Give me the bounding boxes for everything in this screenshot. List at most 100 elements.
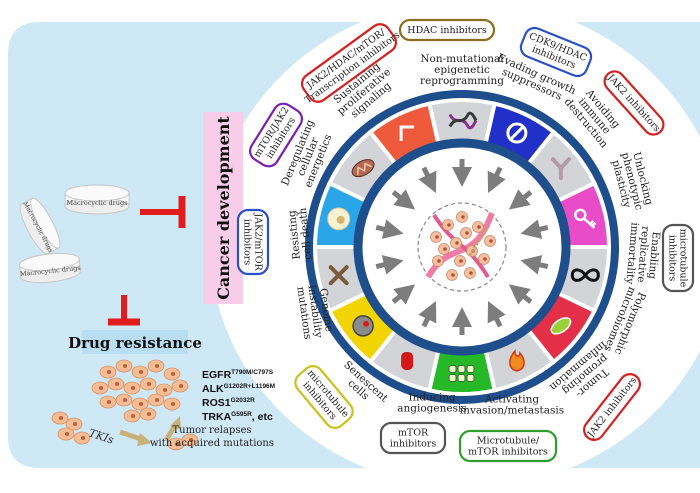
tumor-cell-cluster (51, 359, 199, 451)
inhibitor-box-microtubule-mtor-bottom: Microtubule/mTOR inhibitors (458, 429, 558, 463)
inward-arrow (508, 284, 533, 305)
tumor-cell-nucleus (65, 432, 69, 436)
tumor-cell-nucleus (451, 273, 455, 277)
antibody-icon (550, 157, 571, 181)
tumor-cell-nucleus (147, 412, 151, 416)
tumor-cell-nucleus (131, 386, 135, 390)
inhibition-arrow-to-cancer (140, 196, 186, 228)
svg-text:Microtubule/mTOR inhibitors: Microtubule/mTOR inhibitors (468, 435, 548, 457)
tumor-cell-nucleus (443, 247, 447, 251)
inhibitor-box-jak2-mtor-left: JAK2/mTORinhibitors (236, 208, 270, 276)
inhibition-arrow-to-resistance (108, 295, 140, 326)
no-entry-icon (506, 122, 528, 144)
inhibitor-box-hdac: HDAC inhibitors (398, 18, 496, 42)
inward-arrow (508, 189, 533, 210)
cells-icon (448, 365, 475, 382)
outer-ring (305, 90, 619, 404)
tumor-cell-nucleus (81, 436, 85, 440)
tumor-cell-nucleus (465, 231, 469, 235)
mitochondrion-icon (351, 159, 375, 178)
hallmark-label-cell-death: Resistingcell death (286, 207, 314, 262)
tumor-boundary (417, 202, 507, 292)
tumor-cell-nucleus (175, 442, 179, 446)
tumor-cell-nucleus (123, 364, 127, 368)
inward-arrow (487, 166, 506, 193)
tumor-cell-nucleus (437, 259, 441, 263)
inward-arrow (418, 166, 437, 193)
tumor-cell-nucleus (147, 382, 151, 386)
tumor-cell-nucleus (163, 388, 167, 392)
inward-arrow (391, 189, 416, 210)
tumor-cell-nucleus (483, 257, 487, 261)
tumor-cell-nucleus (123, 398, 127, 402)
mutation-trka: TRKAG595R, etc (202, 411, 273, 423)
key-icon (574, 208, 597, 229)
svg-text:HDAC inhibitors: HDAC inhibitors (407, 25, 487, 36)
signal-icon (399, 125, 415, 142)
tumor-cell-nucleus (179, 384, 183, 388)
tumor-cell-nucleus (171, 402, 175, 406)
tumor-cell-nucleus (189, 438, 193, 442)
infinity-icon (570, 268, 600, 282)
tumor-cell-nucleus (171, 372, 175, 376)
tkis-arrow (119, 429, 152, 446)
tumor-cell-nucleus (155, 398, 159, 402)
mutation-alk: ALKG1202R+L1196M (202, 383, 275, 395)
tumor-cell-nucleus (455, 241, 459, 245)
inward-arrow (520, 219, 549, 239)
inward-arrow (375, 255, 404, 275)
tumor-cell-nucleus (435, 235, 439, 239)
tumor-cell-nucleus (131, 414, 135, 418)
svg-text:JAK2/mTORinhibitors: JAK2/mTORinhibitors (242, 212, 264, 271)
inward-arrow (520, 255, 549, 275)
tumor-cell-nucleus (459, 259, 463, 263)
chromosome-icon (328, 265, 349, 286)
tumor-cell-nucleus (155, 364, 159, 368)
mutation-ros1: ROS1G2032R (202, 397, 255, 409)
tumor-cell-nucleus (139, 370, 143, 374)
tumor-cell-nucleus (99, 386, 103, 390)
inner-arrows (375, 159, 549, 335)
tumor-cell-nucleus (59, 416, 63, 420)
cancer-development-box (203, 112, 243, 304)
inward-arrow (418, 301, 437, 328)
svg-text:mTORinhibitors: mTORinhibitors (390, 427, 437, 449)
drug-label-1: Macrocyclic drugs (67, 199, 128, 207)
tumor-cell-nucleus (115, 382, 119, 386)
svg-text:microtubuleinhibitors: microtubuleinhibitors (667, 229, 689, 288)
apoptosis-icon (327, 207, 351, 231)
cancer-development-label: Cancer development (214, 116, 233, 300)
macrocyclic-drug-disc-1: Macrocyclic drugs (64, 184, 130, 215)
tumor-cell-nucleus (107, 400, 111, 404)
tumor-cell-nucleus (139, 402, 143, 406)
inward-arrow (391, 284, 416, 305)
left-panel: Macrocyclic drugs Macrocyclic drugs Macr… (18, 112, 275, 451)
tumor-cell-nucleus (489, 239, 493, 243)
hallmark-label-immortality: Enablingreplicativeimmortality (623, 222, 662, 287)
tumor-cell-nucleus (447, 223, 451, 227)
relapse-label-line1: Tumor relapses (172, 425, 251, 436)
inhibitor-box-microtubule-right: microtubuleinhibitors (661, 223, 695, 293)
dna-icon (448, 111, 478, 130)
inner-ring (353, 138, 571, 356)
tumor-cell-nucleus (469, 271, 473, 275)
macrocyclic-drug-disc-3: Macrocyclic drugs (18, 252, 81, 284)
tumor-cell-nucleus (73, 422, 77, 426)
relapse-label-line2: with acquired mutations (150, 438, 274, 449)
macrocyclic-drug-disc-2: Macrocyclic drugs (19, 197, 61, 255)
drug-resistance-box (82, 330, 188, 354)
bacterium-icon (550, 317, 572, 335)
drug-resistance-label: Drug resistance (68, 334, 202, 352)
flame-icon (509, 348, 525, 372)
relapse-arrow (163, 416, 181, 442)
inward-arrow (375, 219, 404, 239)
tumor-cell-nucleus (477, 225, 481, 229)
senescent-cell-icon (352, 315, 374, 337)
hallmarks-wheel (305, 90, 619, 404)
